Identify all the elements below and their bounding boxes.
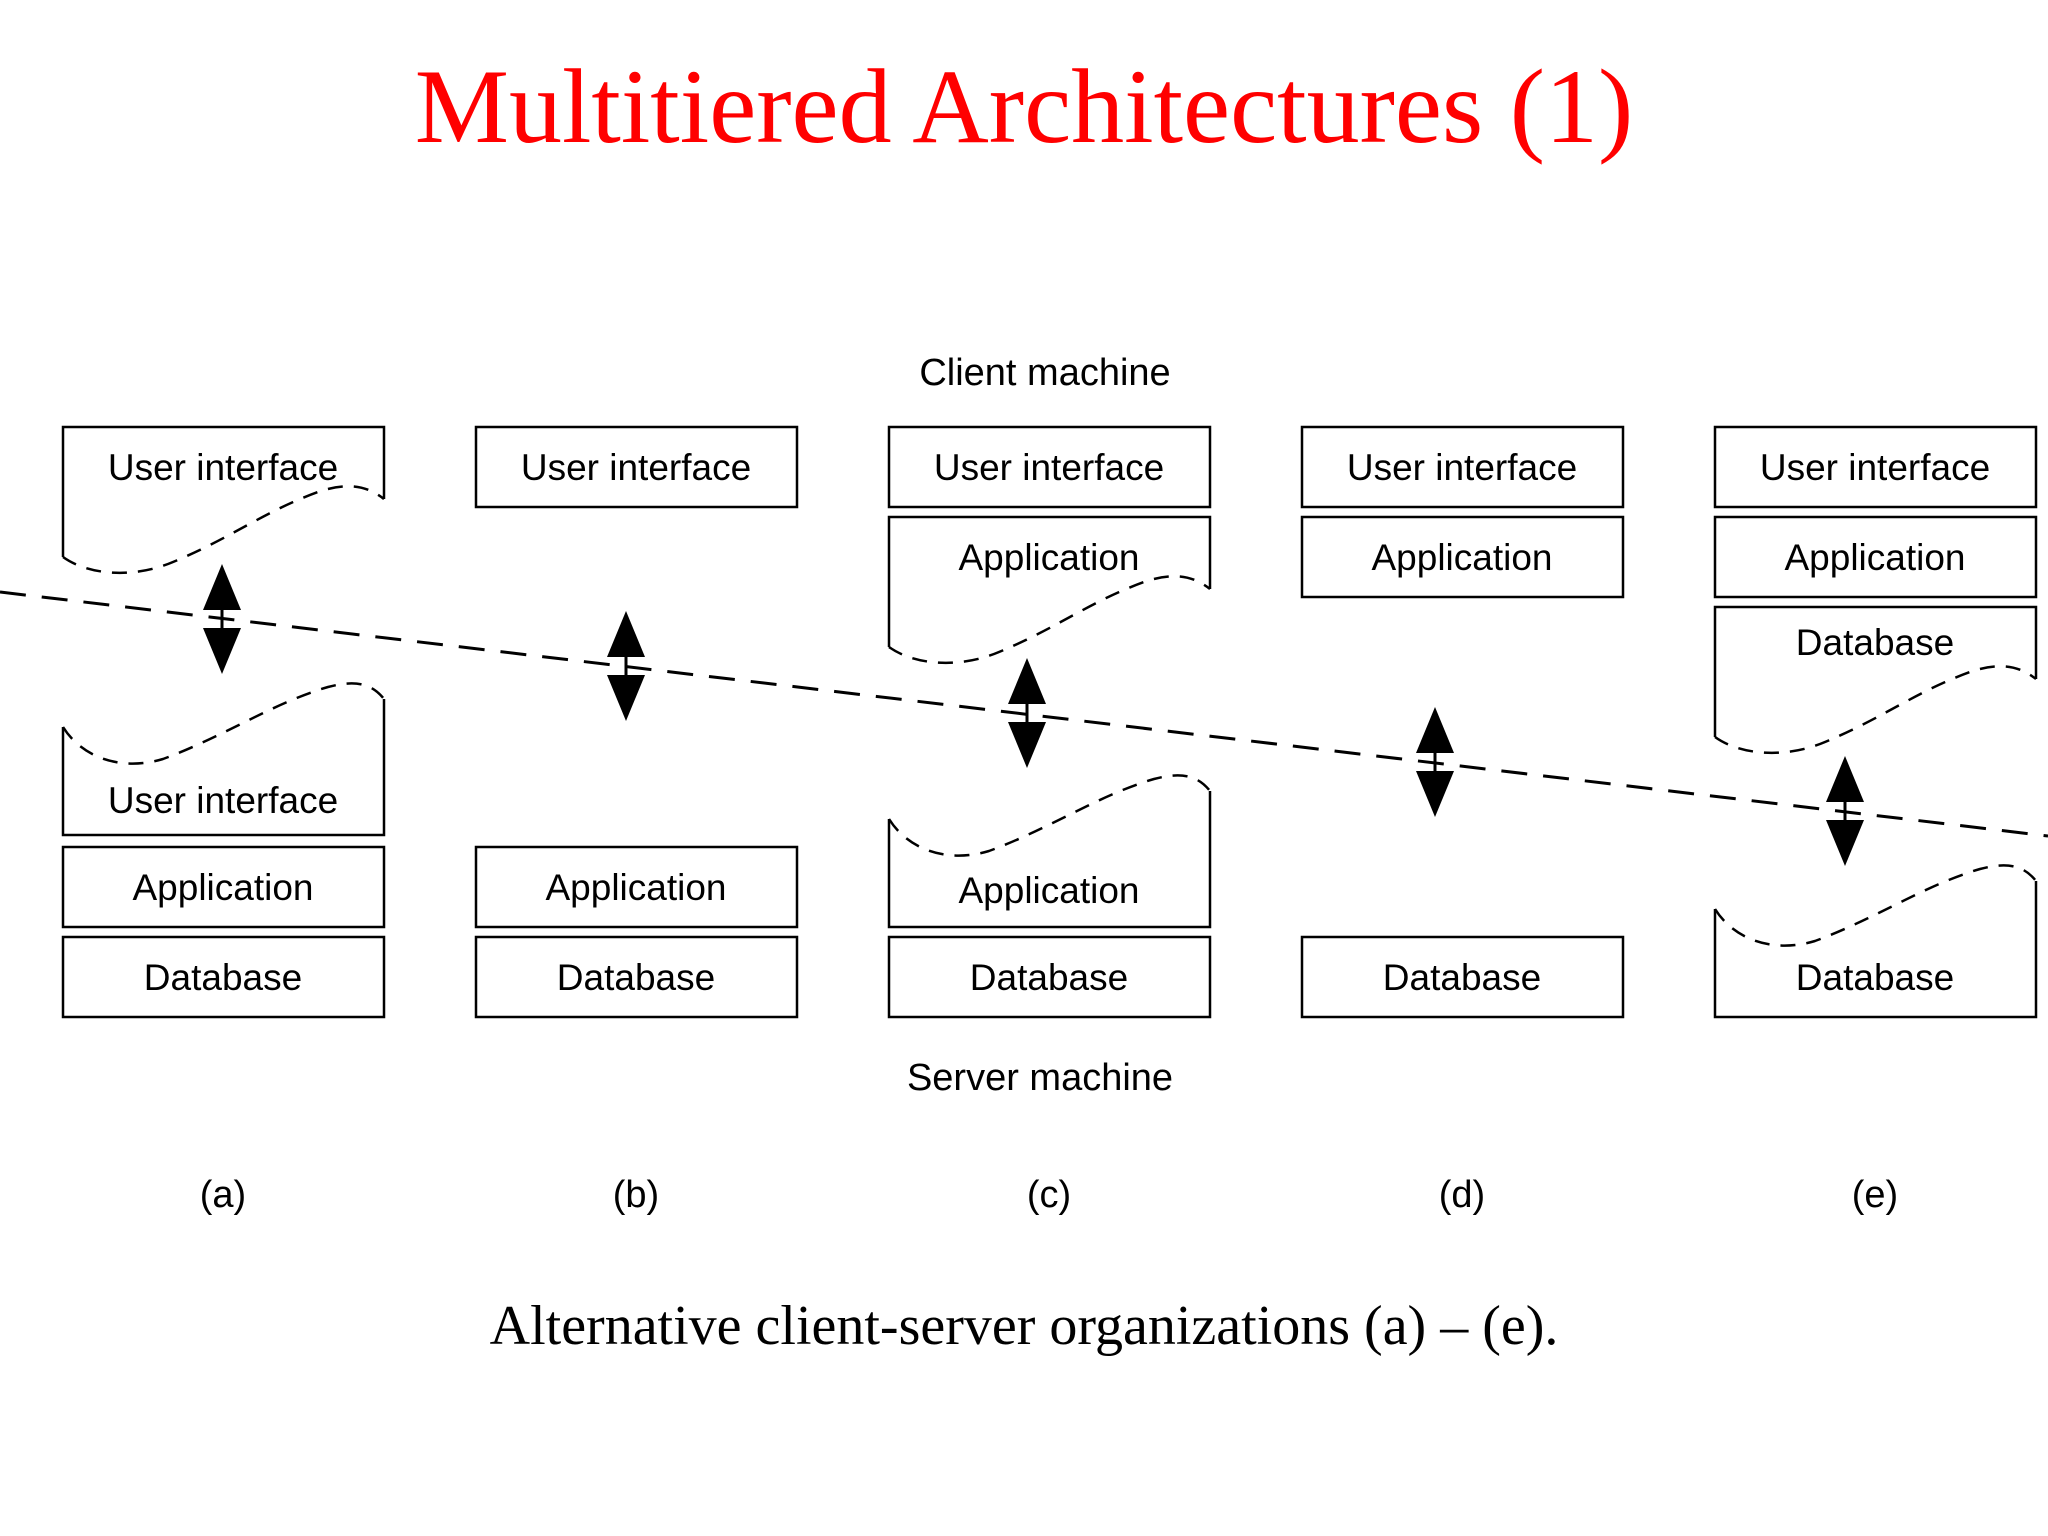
column-a: User interface User interface Applicatio…	[61, 425, 386, 1216]
box-label: Database	[1383, 957, 1541, 998]
column-letter: (b)	[613, 1174, 659, 1216]
column-d: User interface Application Database (d)	[1300, 425, 1625, 1216]
box-label: User interface	[108, 447, 338, 488]
box-border-torn	[61, 425, 386, 557]
box-border-torn	[61, 699, 386, 837]
client-server-boundary-dashed-line	[0, 590, 2048, 838]
box-label: User interface	[108, 780, 338, 821]
box-border	[61, 935, 386, 1019]
box-border	[887, 935, 1212, 1019]
double-arrow-icon	[203, 564, 241, 674]
box-label: Application	[545, 867, 726, 908]
box-border	[1713, 515, 2038, 599]
box-border	[887, 425, 1212, 509]
column-letter: (a)	[200, 1174, 246, 1216]
torn-edge	[61, 682, 385, 765]
column-letter: (c)	[1027, 1174, 1071, 1216]
column-c: User interface Application Application D…	[887, 425, 1212, 1216]
torn-edge	[887, 774, 1211, 857]
box-label: Database	[970, 957, 1128, 998]
box-label: Application	[958, 870, 1139, 911]
column-letter: (d)	[1439, 1174, 1485, 1216]
double-arrow-icon	[1008, 658, 1046, 768]
torn-edge	[62, 485, 385, 575]
double-arrow-icon	[1416, 707, 1454, 817]
box-label: User interface	[521, 447, 751, 488]
box-border	[474, 845, 799, 929]
box-border	[1300, 935, 1625, 1019]
box-label: User interface	[1760, 447, 1990, 488]
box-border	[1300, 425, 1625, 509]
server-machine-label: Server machine	[907, 1057, 1173, 1099]
box-border	[1713, 425, 2038, 509]
box-label: Application	[958, 537, 1139, 578]
torn-edge	[888, 575, 1211, 665]
box-label: Database	[1796, 622, 1954, 663]
box-label: User interface	[1347, 447, 1577, 488]
box-label: Application	[1371, 537, 1552, 578]
box-label: Database	[1796, 957, 1954, 998]
torn-edge	[1714, 665, 2037, 755]
box-label: Application	[1784, 537, 1965, 578]
column-e: User interface Application Database Data…	[1713, 425, 2038, 1216]
box-label: Database	[557, 957, 715, 998]
box-border-torn	[1713, 881, 2038, 1019]
box-border-torn	[887, 791, 1212, 929]
box-border	[1300, 515, 1625, 599]
box-border-torn	[887, 515, 1212, 647]
box-label: User interface	[934, 447, 1164, 488]
box-label: Application	[132, 867, 313, 908]
box-border	[474, 935, 799, 1019]
figure-caption: Alternative client-server organizations …	[489, 1295, 1559, 1357]
torn-edge	[1713, 864, 2037, 947]
box-label: Database	[144, 957, 302, 998]
client-machine-label: Client machine	[919, 352, 1170, 394]
box-border	[61, 845, 386, 929]
box-border-torn	[1713, 605, 2038, 737]
double-arrow-icon	[607, 611, 645, 721]
page-title: Multitiered Architectures (1)	[414, 48, 1634, 165]
column-b: User interface Application Database (b)	[474, 425, 799, 1216]
double-arrow-icon	[1826, 756, 1864, 866]
box-border	[474, 425, 799, 509]
column-letter: (e)	[1852, 1174, 1898, 1216]
